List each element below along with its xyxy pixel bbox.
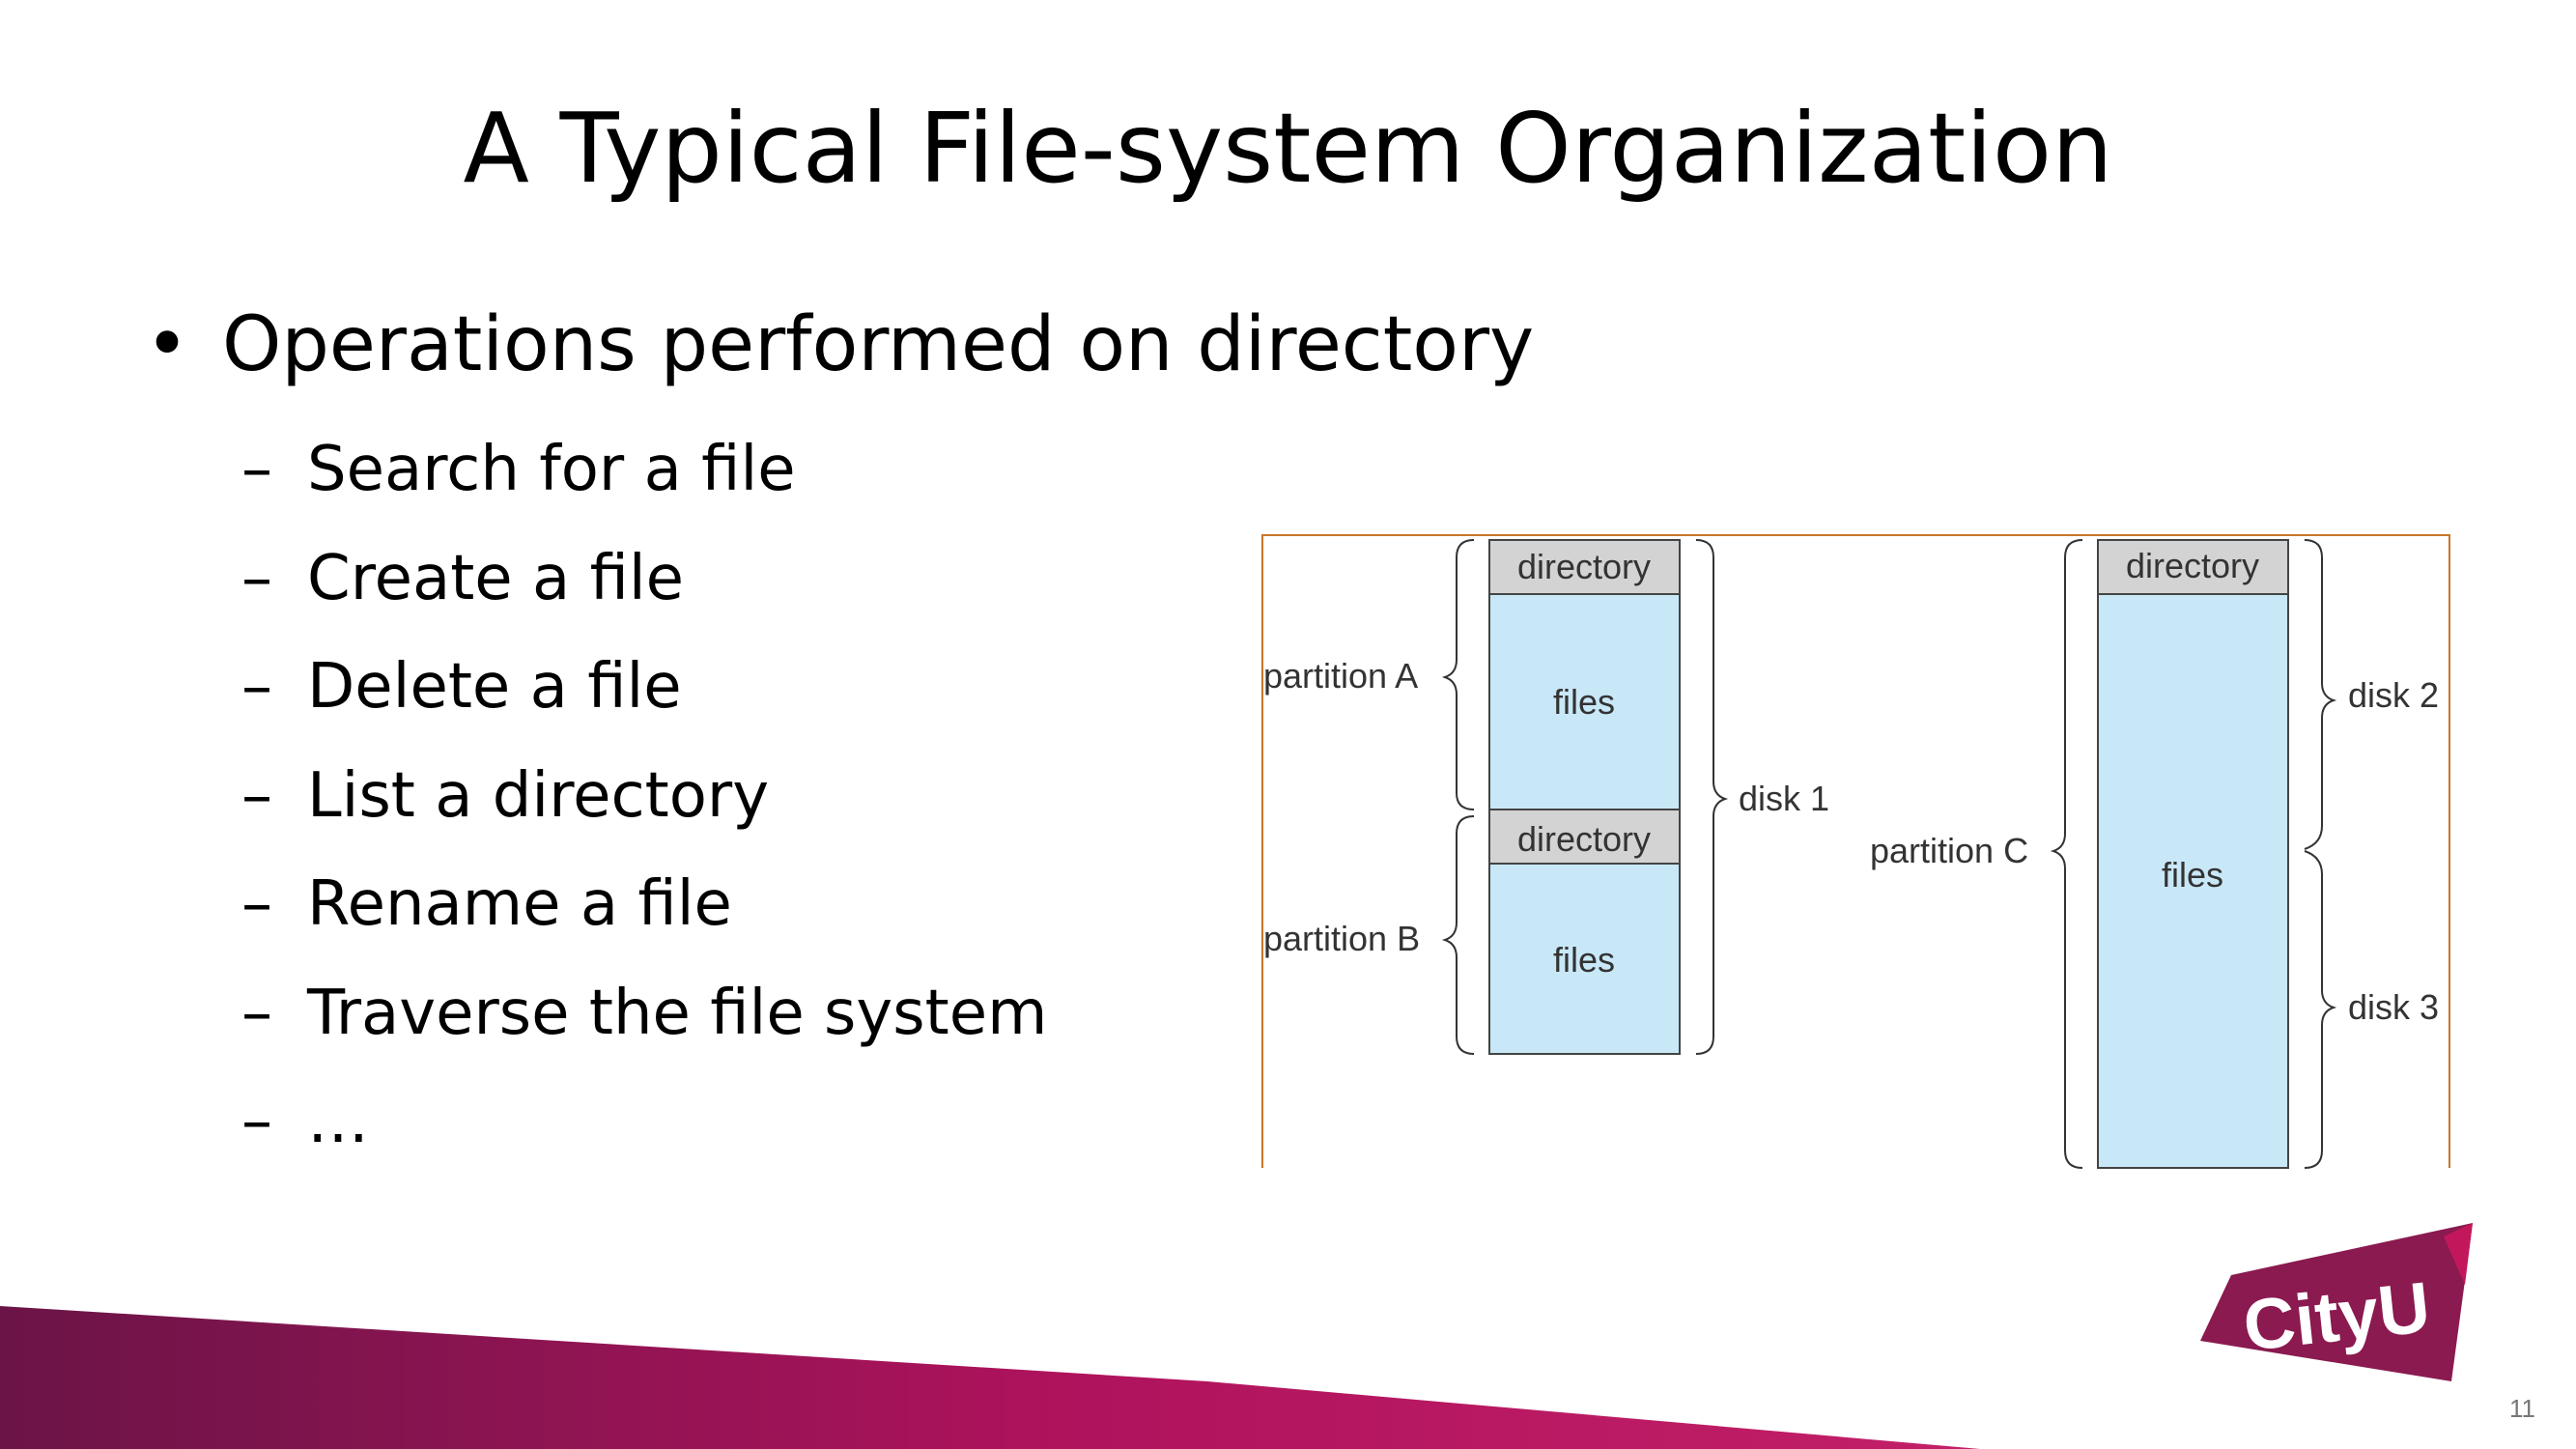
list-item-text: … — [307, 1086, 369, 1157]
directory-label-a: directory — [1517, 547, 1651, 586]
page-number: 11 — [2509, 1394, 2535, 1423]
main-bullet: • Operations performed on directory — [145, 301, 1534, 388]
directory-label-b: directory — [1517, 819, 1651, 859]
files-box-c — [2097, 593, 2289, 1169]
partition-c-label: partition C — [1870, 831, 2028, 870]
list-item-text: Rename a file — [307, 868, 732, 940]
partition-b-label: partition B — [1263, 919, 1420, 958]
brace-disk-3 — [2304, 850, 2337, 1169]
list-item: –Search for a file — [241, 415, 1047, 525]
brace-disk-1 — [1695, 539, 1729, 1055]
dash-marker: – — [241, 542, 272, 614]
list-item: –List a directory — [241, 742, 1047, 851]
logo-accent — [2444, 1223, 2473, 1285]
list-item: –Rename a file — [241, 850, 1047, 959]
files-label-c: files — [2162, 855, 2223, 895]
dash-marker: – — [241, 977, 272, 1049]
brace-partition-c — [2050, 539, 2083, 1169]
diagram-svg: directory files directory files partitio… — [1263, 539, 2439, 1169]
partition-a-label: partition A — [1263, 656, 1418, 696]
list-item: –Traverse the file system — [241, 959, 1047, 1068]
band-shape — [0, 1306, 1980, 1449]
disk-1-label: disk 1 — [1739, 779, 1829, 818]
disk-2-label: disk 2 — [2348, 675, 2439, 715]
dash-marker: – — [241, 759, 272, 832]
dash-marker: – — [241, 1086, 272, 1157]
files-box-a — [1488, 593, 1681, 810]
list-item: –Create a file — [241, 525, 1047, 634]
list-item-text: Delete a file — [307, 651, 682, 723]
cityu-logo: CityU — [2200, 1223, 2473, 1381]
directory-box-a — [1488, 539, 1681, 595]
list-item: –… — [241, 1067, 1047, 1177]
dash-marker: – — [241, 434, 272, 505]
dash-marker: – — [241, 868, 272, 940]
files-box-b — [1488, 863, 1681, 1055]
disk-3-label: disk 3 — [2348, 987, 2439, 1027]
logo-shape — [2200, 1223, 2473, 1381]
list-item-text: List a directory — [307, 759, 770, 832]
list-item-text: Traverse the file system — [307, 977, 1048, 1049]
brace-partition-b — [1441, 815, 1475, 1055]
list-item-text: Search for a file — [307, 434, 796, 505]
operations-list: –Search for a file –Create a file –Delet… — [241, 415, 1047, 1177]
brace-disk-2 — [2304, 539, 2337, 850]
directory-label-c: directory — [2126, 546, 2259, 585]
logo-text: CityU — [2240, 1266, 2434, 1366]
brace-partition-a — [1441, 539, 1475, 810]
file-system-diagram: directory files directory files partitio… — [1261, 534, 2450, 1169]
files-label-b: files — [1553, 940, 1615, 980]
dash-marker: – — [241, 651, 272, 723]
files-label-a: files — [1553, 682, 1615, 722]
bullet-marker: • — [145, 301, 190, 388]
list-item-text: Create a file — [307, 542, 685, 614]
list-item: –Delete a file — [241, 633, 1047, 742]
slide-title: A Typical File-system Organization — [463, 92, 2113, 205]
main-bullet-text: Operations performed on directory — [222, 301, 1535, 388]
